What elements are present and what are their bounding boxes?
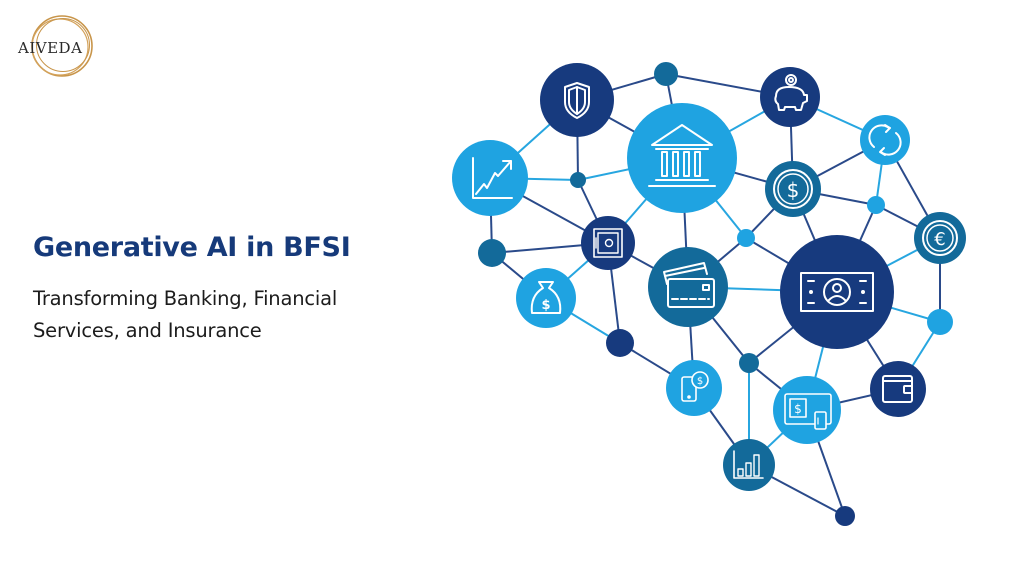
shield-node bbox=[540, 63, 614, 137]
svg-text:$: $ bbox=[794, 402, 802, 416]
credit-card-icon bbox=[663, 262, 715, 308]
pos-terminal-node: $ bbox=[773, 376, 841, 444]
piggy-bank-node bbox=[760, 67, 820, 127]
mobile-payment-node: $ bbox=[666, 360, 722, 416]
subtitle-line-2: Services, and Insurance bbox=[33, 319, 262, 342]
euro-coin-node: € bbox=[914, 212, 966, 264]
euro-coin-icon: € bbox=[922, 220, 958, 256]
refresh-icon bbox=[868, 124, 902, 156]
credit-cards-node bbox=[648, 247, 728, 327]
svg-text:€: € bbox=[934, 229, 945, 250]
shield-icon bbox=[564, 82, 590, 119]
money-bag-node: $ bbox=[516, 268, 576, 328]
subtitle-line-1: Transforming Banking, Financial bbox=[33, 287, 338, 310]
svg-text:$: $ bbox=[787, 178, 800, 202]
banknote-icon bbox=[800, 272, 874, 312]
dollar-coin-node: $ bbox=[765, 161, 821, 217]
bar-chart-node bbox=[723, 439, 775, 491]
aiveda-logo: AIVEDA bbox=[12, 10, 96, 80]
network-dot bbox=[570, 172, 586, 188]
safe-node bbox=[581, 216, 635, 270]
wallet-node bbox=[870, 361, 926, 417]
svg-text:$: $ bbox=[541, 298, 550, 313]
growth-chart-icon bbox=[472, 157, 513, 199]
piggy-bank-icon bbox=[774, 74, 808, 111]
network-dot bbox=[835, 506, 855, 526]
safe-icon bbox=[593, 228, 623, 258]
pos-terminal-icon: $ bbox=[784, 393, 832, 430]
money-bag-icon: $ bbox=[530, 281, 562, 314]
growth-chart-node bbox=[452, 140, 528, 216]
network-dot bbox=[927, 309, 953, 335]
network-dot bbox=[867, 196, 885, 214]
dollar-coin-icon: $ bbox=[773, 169, 813, 209]
banknote-node bbox=[780, 235, 894, 349]
refresh-node bbox=[860, 115, 910, 165]
bar-chart-icon bbox=[733, 450, 764, 479]
page-title: Generative AI in BFSI bbox=[33, 232, 351, 263]
svg-text:$: $ bbox=[697, 376, 703, 387]
network-dot bbox=[478, 239, 506, 267]
page-subtitle: Transforming Banking, Financial Services… bbox=[33, 283, 433, 347]
bank-node bbox=[627, 103, 737, 213]
network-dot bbox=[739, 353, 759, 373]
wallet-icon bbox=[882, 375, 913, 403]
logo-rings-icon bbox=[31, 15, 93, 77]
network-dot bbox=[737, 229, 755, 247]
logo-text: AIVEDA bbox=[18, 39, 83, 57]
network-dot bbox=[654, 62, 678, 86]
network-dot bbox=[606, 329, 634, 357]
mobile-payment-icon: $ bbox=[681, 371, 709, 402]
bank-icon bbox=[648, 124, 716, 187]
